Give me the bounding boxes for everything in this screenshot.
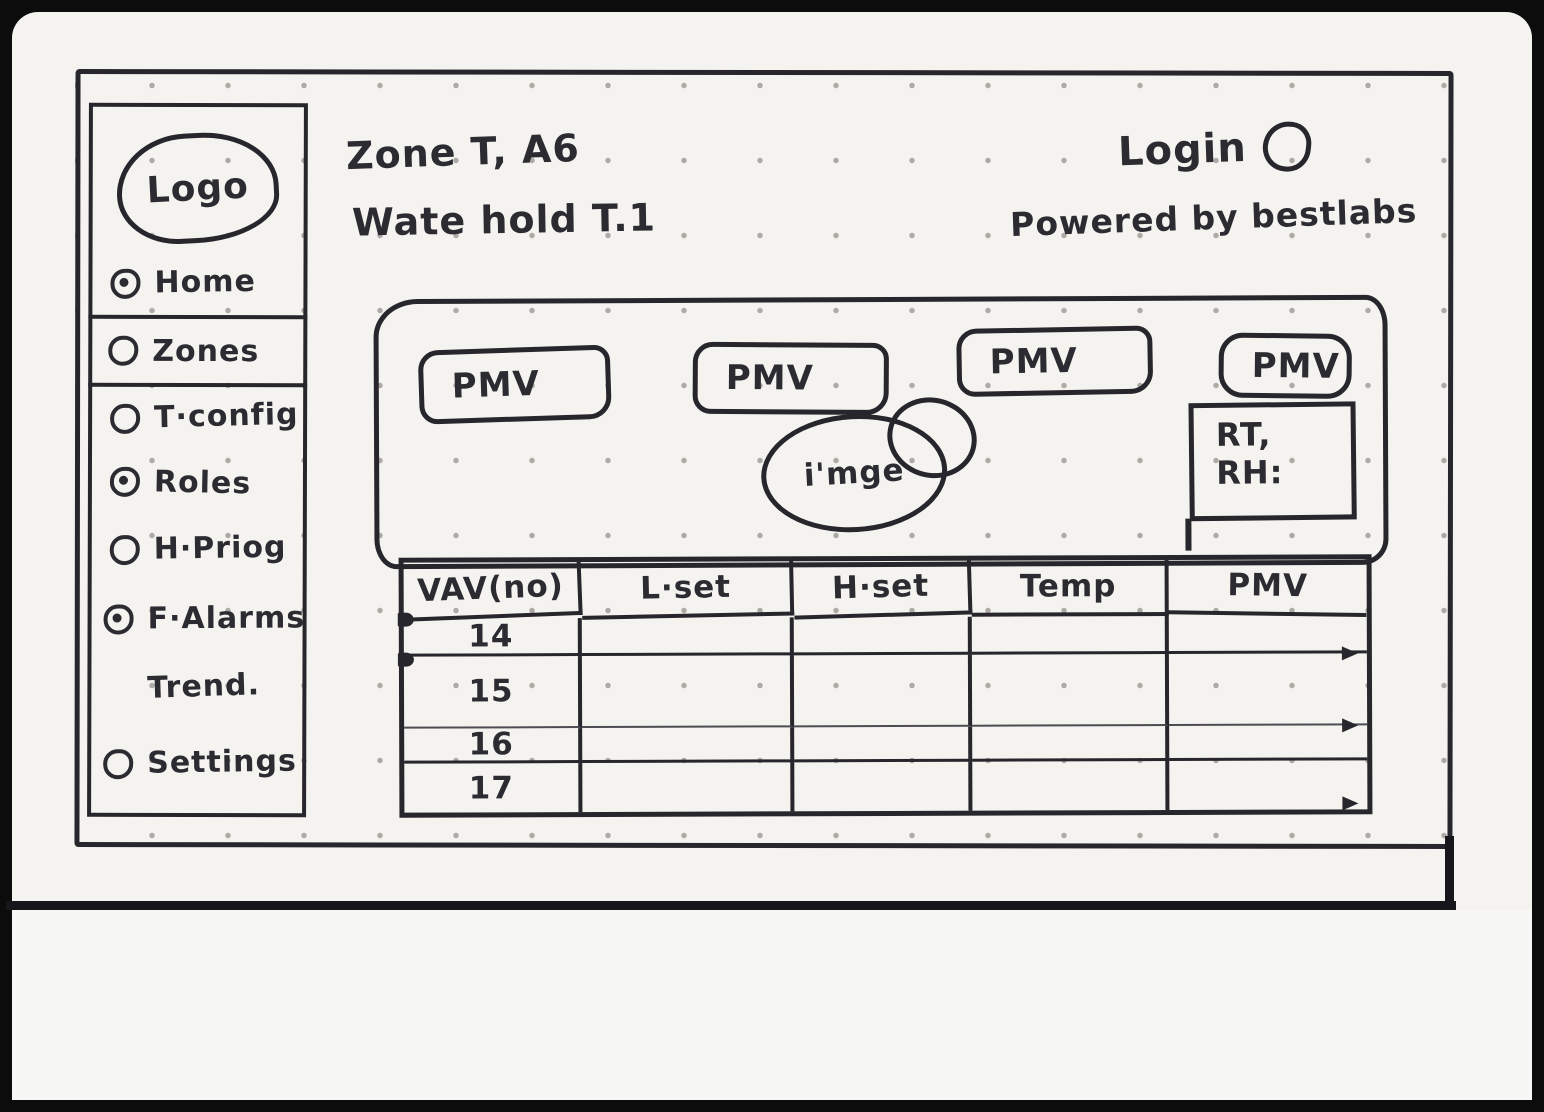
login-label: Login [1117, 124, 1248, 176]
bullet-icon [109, 466, 141, 497]
ink-blob [397, 652, 414, 667]
bullet-icon [108, 335, 139, 366]
table-cell-lset[interactable] [582, 762, 795, 813]
vav-table: VAV(no) L·set H·set Temp PMV 14 15 16 17 [397, 554, 1373, 818]
sidebar: Logo Home Zones T·config Roles H·Priog F… [87, 102, 308, 818]
sidebar-item-label: Roles [153, 464, 252, 502]
sidebar-item-roles[interactable]: Roles [109, 464, 252, 502]
page-title: Zone T, A6 [345, 125, 581, 179]
sidebar-item-label: H·Priog [153, 529, 287, 567]
pmv-label: PMV [1251, 345, 1341, 387]
lower-margin [12, 910, 1532, 1100]
rh-value: RH: [1216, 453, 1284, 493]
table-cell-hset[interactable] [793, 616, 972, 656]
table-cell-vav[interactable]: 17 [404, 763, 583, 813]
sidebar-item-label: Zones [152, 333, 260, 369]
bullet-icon [110, 268, 141, 299]
table-cell-lset[interactable] [581, 617, 794, 657]
pmv-button-1[interactable]: PMV [417, 344, 612, 425]
sidebar-item-home[interactable]: Home [110, 264, 256, 301]
logo-label: Logo [145, 164, 250, 212]
image-label: i'mge [802, 452, 906, 494]
sidebar-item-label: F·Alarms [147, 600, 306, 637]
table-cell-lset[interactable] [582, 727, 795, 764]
sidebar-item-label: Settings [146, 743, 298, 781]
bullet-icon [103, 603, 134, 635]
rt-value: RT, [1215, 415, 1272, 454]
pmv-button-2[interactable]: PMV [692, 341, 889, 415]
dot-grid [75, 70, 1455, 908]
bullet-icon [102, 748, 134, 779]
login-circle-icon [1260, 119, 1314, 174]
page-subtitle: Wate hold T.1 [351, 195, 657, 245]
photo-right-edge [1445, 836, 1454, 910]
table-cell-temp[interactable] [971, 654, 1170, 727]
table-cell-pmv[interactable] [1168, 615, 1367, 655]
sidebar-item-zones[interactable]: Zones [88, 314, 308, 388]
sidebar-item-f-alarms[interactable]: F·Alarms [103, 600, 305, 636]
table-cell-vav[interactable]: 14 [403, 618, 582, 657]
table-cell-vav[interactable]: 15 [403, 656, 583, 729]
ink-blob [397, 612, 414, 627]
table-cell-hset[interactable] [794, 726, 973, 763]
sidebar-item-h-priog[interactable]: H·Priog [109, 529, 287, 568]
table-cell-hset[interactable] [794, 761, 973, 812]
table-cell-pmv[interactable] [1168, 653, 1368, 727]
pmv-button-4[interactable]: PMV [1218, 332, 1353, 399]
sidebar-item-label: Home [154, 263, 257, 301]
pmv-label: PMV [725, 357, 814, 399]
sidebar-item-t-config[interactable]: T·config [109, 396, 299, 436]
sidebar-item-label: Trend. [146, 667, 261, 706]
pmv-label: PMV [989, 340, 1079, 383]
table-header-temp: Temp [971, 560, 1169, 617]
rt-rh-readout: RT, RH: [1188, 401, 1357, 522]
table-cell-temp[interactable] [971, 616, 1169, 655]
table-header-hset: H·set [792, 558, 973, 620]
table-cell-temp[interactable] [972, 761, 1170, 811]
pmv-button-3[interactable]: PMV [956, 325, 1154, 398]
pmv-label: PMV [451, 363, 541, 407]
rt-rh-tail-line [1185, 518, 1192, 551]
row-line-arrow-icon [1341, 646, 1358, 661]
table-cell-pmv[interactable] [1169, 760, 1367, 810]
row-line-arrow-icon [1342, 718, 1359, 733]
zone-detail-panel: PMV PMV PMV PMV i'mge RT, RH: [373, 294, 1389, 570]
sidebar-item-label: T·config [153, 396, 299, 436]
row-line-arrow-icon [1342, 796, 1359, 811]
table-cell-lset[interactable] [581, 655, 795, 729]
sidebar-item-trend[interactable]: Trend. [147, 667, 261, 706]
login-button[interactable]: Login [1117, 119, 1314, 178]
photo-bottom-edge [6, 901, 1456, 910]
bullet-icon [109, 403, 141, 434]
table-cell-pmv[interactable] [1169, 725, 1368, 762]
table-header-lset: L·set [581, 559, 795, 620]
table-cell-vav[interactable]: 16 [404, 726, 583, 764]
table-cell-temp[interactable] [972, 726, 1170, 762]
table-cell-hset[interactable] [793, 654, 973, 728]
table-header-vav: VAV(no) [402, 558, 583, 622]
bullet-icon [109, 534, 140, 565]
logo: Logo [114, 129, 282, 247]
table-header-pmv: PMV [1168, 558, 1368, 618]
sidebar-item-settings[interactable]: Settings [102, 743, 298, 782]
